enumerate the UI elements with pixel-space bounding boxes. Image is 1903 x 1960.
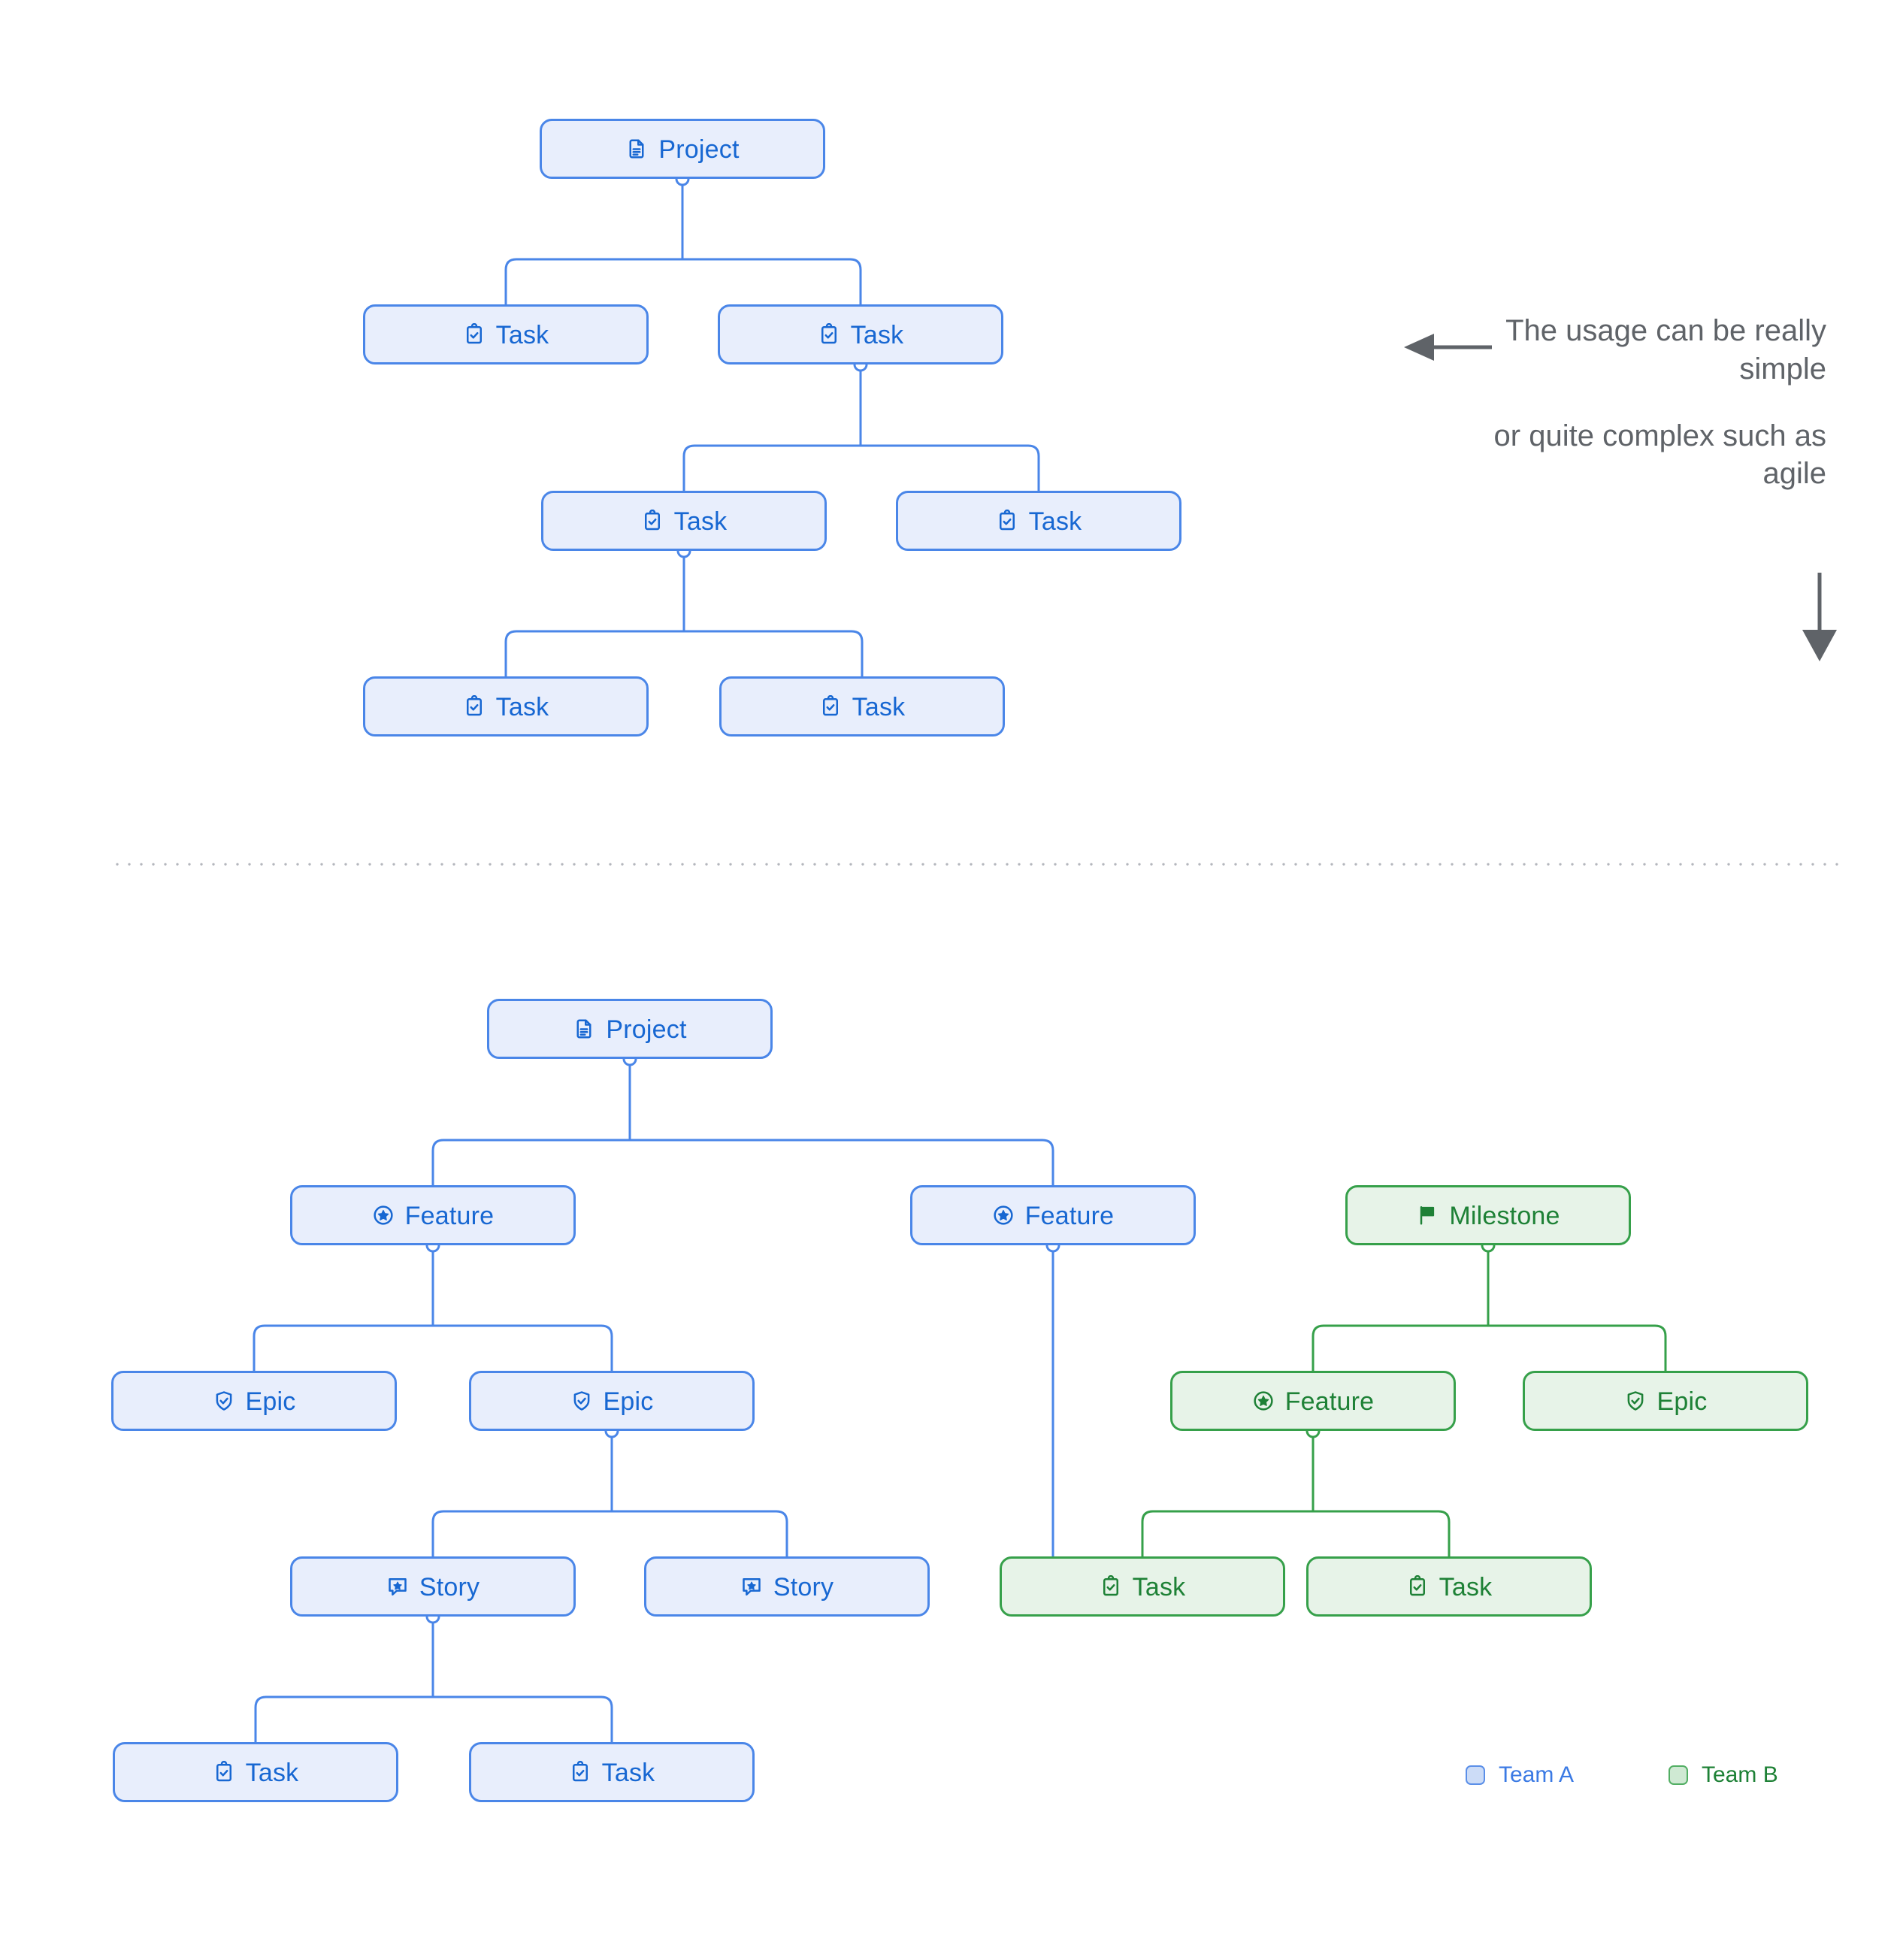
connector-line: [504, 258, 684, 306]
star-circle-icon: [372, 1204, 395, 1227]
connector-line: [431, 1139, 631, 1187]
node-feature[interactable]: Feature: [910, 1185, 1196, 1245]
down-arrow-icon: [1802, 573, 1837, 661]
comment-star-icon: [740, 1575, 763, 1598]
node-epic[interactable]: Epic: [1523, 1371, 1808, 1431]
node-label: Epic: [1656, 1387, 1708, 1416]
star-circle-icon: [1252, 1390, 1275, 1412]
node-story[interactable]: Story: [644, 1556, 930, 1617]
connector-line: [628, 1139, 1054, 1187]
node-epic[interactable]: Epic: [111, 1371, 397, 1431]
node-feature[interactable]: Feature: [1170, 1371, 1456, 1431]
shield-check-icon: [213, 1390, 235, 1412]
annotation-line-1: The usage can be really simple: [1505, 314, 1826, 386]
clipboard-check-icon: [213, 1761, 235, 1783]
connector-line: [1141, 1510, 1315, 1558]
connector-line: [431, 1510, 613, 1558]
node-task[interactable]: Task: [113, 1742, 398, 1802]
clipboard-check-icon: [641, 510, 664, 532]
node-label: Epic: [245, 1387, 296, 1416]
legend-swatch-icon: [1669, 1765, 1688, 1785]
annotation-text: The usage can be really simple or quite …: [1484, 312, 1826, 493]
node-label: Story: [773, 1573, 834, 1602]
node-milestone[interactable]: Milestone: [1345, 1185, 1631, 1245]
node-label: Epic: [603, 1387, 654, 1416]
legend-label: Team A: [1499, 1762, 1575, 1787]
legend-item-team-a[interactable]: Team A: [1466, 1762, 1574, 1788]
shield-check-icon: [570, 1390, 593, 1412]
node-task[interactable]: Task: [363, 676, 649, 737]
clipboard-check-icon: [819, 695, 842, 718]
clipboard-check-icon: [996, 510, 1018, 532]
document-icon: [625, 138, 648, 160]
connector-line: [254, 1695, 434, 1744]
node-label: Task: [601, 1759, 655, 1787]
node-label: Feature: [1024, 1202, 1115, 1230]
connector-line: [681, 258, 862, 306]
left-arrow-icon: [1404, 334, 1492, 361]
connector-line: [682, 630, 864, 678]
node-label: Task: [1028, 507, 1082, 536]
legend-label: Team B: [1702, 1762, 1778, 1787]
node-label: Project: [606, 1015, 687, 1044]
node-label: Task: [1132, 1573, 1186, 1602]
shield-check-icon: [1624, 1390, 1647, 1412]
node-story[interactable]: Story: [290, 1556, 576, 1617]
legend-item-team-b[interactable]: Team B: [1669, 1762, 1778, 1788]
node-task[interactable]: Task: [718, 304, 1003, 364]
node-task[interactable]: Task: [363, 304, 649, 364]
connector-line: [253, 1324, 434, 1372]
connector-line: [610, 1510, 788, 1558]
node-task[interactable]: Task: [541, 491, 827, 551]
clipboard-check-icon: [463, 695, 486, 718]
clipboard-check-icon: [1100, 1575, 1122, 1598]
clipboard-check-icon: [569, 1761, 591, 1783]
node-task[interactable]: Task: [719, 676, 1005, 737]
section-divider: [111, 863, 1847, 866]
connector-line: [1312, 1510, 1451, 1558]
clipboard-check-icon: [1406, 1575, 1429, 1598]
connector-line: [431, 1695, 613, 1744]
node-label: Task: [852, 693, 906, 721]
comment-star-icon: [386, 1575, 409, 1598]
flag-icon: [1416, 1204, 1439, 1227]
node-label: Task: [673, 507, 728, 536]
node-task[interactable]: Task: [896, 491, 1181, 551]
connector-line: [1312, 1324, 1490, 1372]
document-icon: [573, 1018, 595, 1040]
connector-line: [682, 444, 862, 492]
node-label: Project: [658, 135, 740, 164]
node-task[interactable]: Task: [1000, 1556, 1285, 1617]
annotation-line-2: or quite complex such as agile: [1493, 419, 1826, 491]
node-label: Milestone: [1449, 1202, 1560, 1230]
connector-line: [431, 1324, 613, 1372]
connector-line: [859, 444, 1040, 492]
connector-line: [504, 630, 685, 678]
node-task[interactable]: Task: [1306, 1556, 1592, 1617]
node-label: Task: [850, 321, 904, 349]
connector-line: [1487, 1324, 1667, 1372]
node-epic[interactable]: Epic: [469, 1371, 755, 1431]
node-label: Story: [419, 1573, 480, 1602]
node-label: Task: [495, 693, 549, 721]
node-feature[interactable]: Feature: [290, 1185, 576, 1245]
node-label: Feature: [1284, 1387, 1375, 1416]
node-label: Task: [245, 1759, 299, 1787]
node-project[interactable]: Project: [487, 999, 773, 1059]
node-label: Task: [1439, 1573, 1493, 1602]
star-circle-icon: [992, 1204, 1015, 1227]
node-label: Task: [495, 321, 549, 349]
legend-swatch-icon: [1466, 1765, 1485, 1785]
node-project[interactable]: Project: [540, 119, 825, 179]
node-label: Feature: [404, 1202, 495, 1230]
clipboard-check-icon: [463, 323, 486, 346]
clipboard-check-icon: [818, 323, 840, 346]
node-task[interactable]: Task: [469, 1742, 755, 1802]
